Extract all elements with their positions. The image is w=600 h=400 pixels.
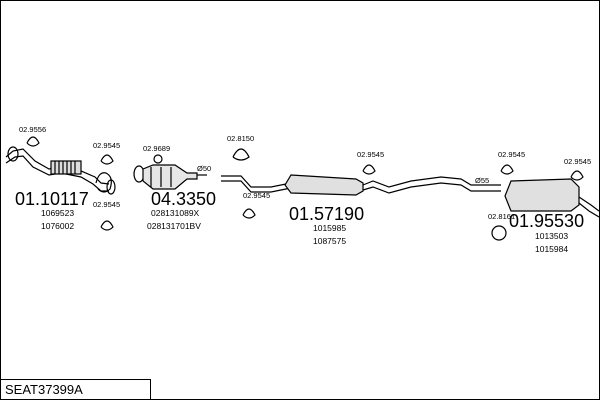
middle-silencer-ref-1: 1015985 [313,223,346,233]
hanger-a [26,136,40,147]
rear-silencer [504,178,580,212]
hanger-b [100,154,114,165]
rear-silencer-ref-1: 1013503 [535,231,568,241]
fitting-label-d: 02.9689 [143,144,170,153]
middle-silencer [284,174,364,196]
gasket-d [153,154,163,164]
clamp-i [491,225,507,241]
hanger-j [570,170,584,181]
catalyst-body [142,164,198,190]
fitting-label-f: 02.9545 [243,191,270,200]
diameter-label-2: Ø55 [475,176,489,185]
catalyst-ref-2: 028131701BV [147,221,201,231]
hanger-h [500,164,514,175]
hanger-c [100,220,114,231]
fitting-label-j: 02.9545 [564,157,591,166]
rear-silencer-number: 01.95530 [509,211,584,231]
fitting-label-i: 02.8161 [488,212,515,221]
intermediate-pipe [221,175,292,188]
catalyst-number: 04.3350 [151,189,216,209]
middle-silencer-number: 01.57190 [289,204,364,224]
front-pipe-flange [7,146,19,162]
fitting-label-g: 02.9545 [357,150,384,159]
fitting-label-h: 02.9545 [498,150,525,159]
assembly-code: SEAT37399A [1,379,151,399]
hanger-e [232,148,250,161]
fitting-label-c: 02.9545 [93,200,120,209]
fitting-label-b: 02.9545 [93,141,120,150]
fitting-label-a: 02.9556 [19,125,46,134]
fitting-label-e: 02.8150 [227,134,254,143]
middle-silencer-ref-2: 1087575 [313,236,346,246]
front-pipe-ref-1: 1069523 [41,208,74,218]
rear-silencer-ref-2: 1015984 [535,244,568,254]
clamp-front [95,172,112,193]
catalyst-ref-1: 028131089X [151,208,200,218]
hanger-g [362,164,376,175]
diameter-label-1: Ø50 [197,164,211,173]
hanger-f [242,208,256,219]
front-pipe-ref-2: 1076002 [41,221,74,231]
front-pipe-number: 01.10117 [15,189,89,209]
